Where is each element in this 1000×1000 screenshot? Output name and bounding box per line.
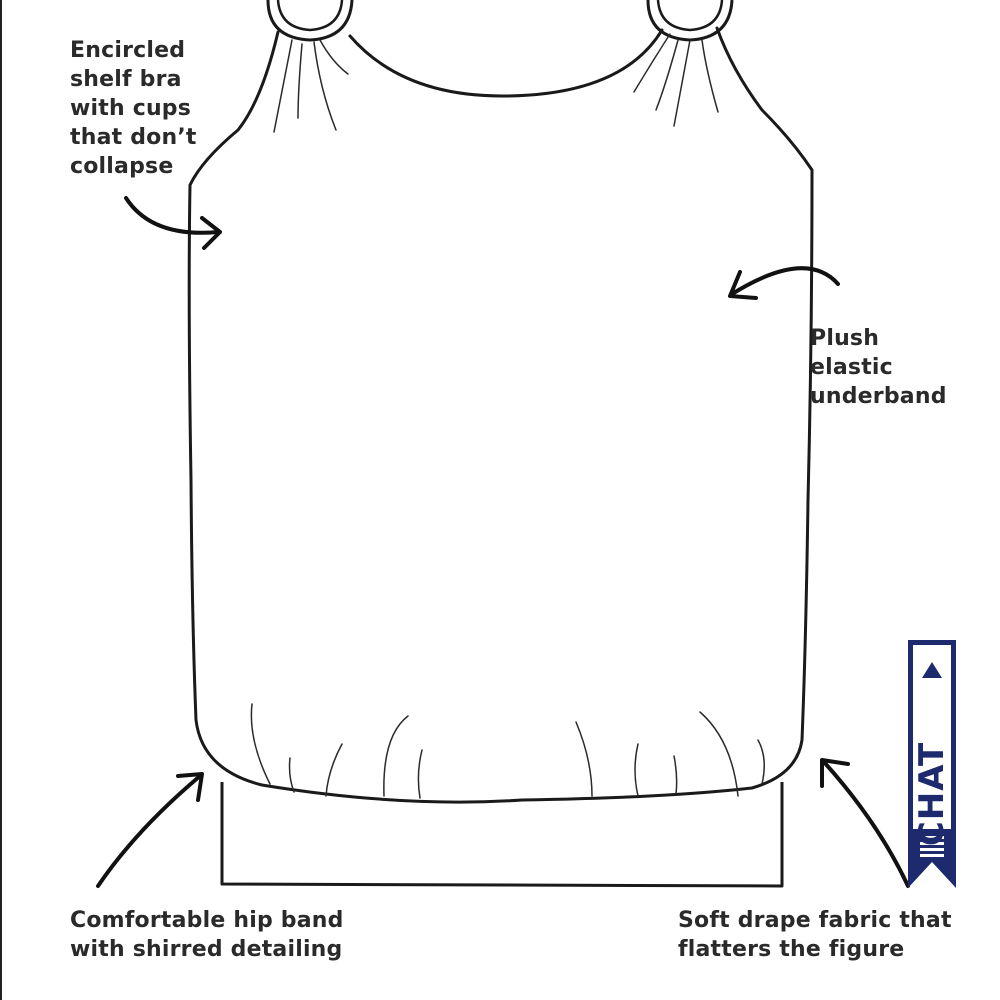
callout-underband: Plush elastic underband <box>810 324 947 411</box>
callout-line: that don’t <box>70 125 197 150</box>
arrow-drape <box>820 758 910 888</box>
callout-line: elastic <box>810 355 893 380</box>
callout-line: Plush <box>810 326 880 351</box>
arrow-hip-band <box>96 772 204 888</box>
callout-line: with shirred detailing <box>70 937 343 962</box>
hip-band-outline <box>220 782 784 888</box>
arrow-underband <box>728 266 840 300</box>
strap-gathers <box>273 33 719 133</box>
hem-shirring <box>250 703 765 799</box>
callout-line: Comfortable hip band <box>70 908 344 933</box>
callout-line: Encircled <box>70 38 186 63</box>
callout-line: underband <box>810 384 947 409</box>
menu-lines-icon <box>920 836 944 857</box>
arrow-shelf-bra <box>124 196 222 250</box>
callout-hip-band: Comfortable hip band with shirred detail… <box>70 906 344 964</box>
callout-drape: Soft drape fabric that flatters the figu… <box>678 906 952 964</box>
callout-shelf-bra: Encircled shelf bra with cups that don’t… <box>70 36 197 181</box>
neckline <box>348 28 664 98</box>
chat-tab-shape <box>908 640 956 888</box>
chat-button[interactable]: CHAT <box>908 640 956 888</box>
callout-line: shelf bra <box>70 67 182 92</box>
left-strap-ring <box>266 0 354 42</box>
callout-line: collapse <box>70 154 174 179</box>
callout-line: Soft drape fabric that <box>678 908 952 933</box>
tank-body-outline <box>187 26 814 804</box>
callout-line: flatters the figure <box>678 937 905 962</box>
callout-line: with cups <box>70 96 192 121</box>
triangle-up-icon <box>922 662 942 678</box>
